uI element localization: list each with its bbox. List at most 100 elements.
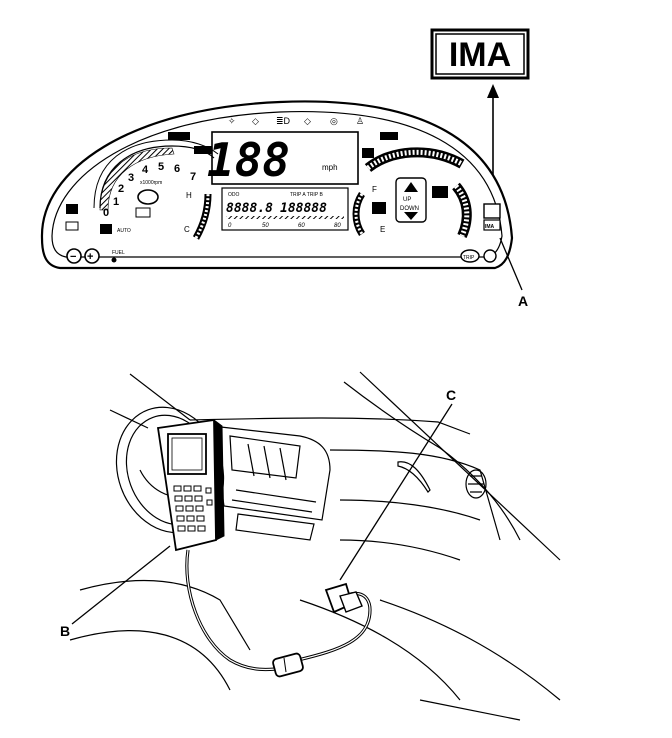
center-vent (229, 435, 301, 479)
callout-c-leader (339, 403, 453, 581)
callout-a: A (518, 293, 528, 309)
odo-digits: 188888 (280, 201, 327, 216)
left-seat-edge (79, 579, 251, 651)
lamp-left-lower-icon (65, 221, 79, 231)
battery-icon (432, 186, 448, 198)
plus-icon: + (87, 251, 93, 263)
keypad-key[interactable] (196, 515, 205, 522)
keypad-key[interactable] (194, 495, 203, 502)
bar-scale-label: 80 (334, 223, 341, 229)
check-engine-icon (137, 189, 159, 205)
keypad-key[interactable] (176, 515, 185, 522)
top-indicator-row: ✧ ◇ ≣D ◇ ◎ ♙ (228, 116, 364, 126)
tach-number: 4 (142, 164, 149, 176)
scan-tool (156, 418, 225, 552)
tach-number: 5 (158, 161, 164, 173)
fuel-pump-icon (372, 202, 386, 214)
a-pillar-line (129, 373, 191, 421)
right-vent (465, 469, 487, 499)
shift-up-label: UP (403, 197, 411, 203)
ima-label-text: IMA (449, 36, 511, 74)
tach-number: 6 (174, 163, 180, 175)
turn-right-icon: ◇ (304, 116, 311, 126)
keypad-key[interactable] (195, 505, 204, 512)
abs-lamp-icon (380, 132, 398, 140)
high-beam-icon: ≣D (276, 116, 291, 126)
keypad-key[interactable] (175, 505, 184, 512)
ima-label-box: IMA (430, 28, 530, 80)
trip-button-label: TRIP (463, 255, 475, 261)
bar-scale-label: 50 (262, 223, 269, 229)
dlc-connector (324, 582, 363, 614)
tach-number: 2 (118, 183, 124, 195)
fuel-gauge: F E (352, 185, 386, 236)
shift-up-icon (404, 182, 418, 192)
tach-number: 7 (190, 171, 196, 183)
odo-label: ODO (228, 192, 240, 198)
interior-scene (69, 371, 561, 721)
cluster-bottom-buttons: − + FUEL TRIP (66, 248, 497, 264)
select-button[interactable] (483, 249, 497, 263)
scan-tool-cable (185, 549, 286, 672)
fuel-full-label: F (372, 185, 377, 194)
keypad-key[interactable] (197, 525, 206, 532)
vtec-label: AUTO (117, 228, 131, 234)
bar-scale-label: 60 (298, 223, 305, 229)
glovebox-handle (397, 461, 431, 493)
temp-hot-label: H (186, 191, 192, 200)
dash-top-line (189, 417, 471, 435)
keypad-key[interactable] (206, 499, 213, 506)
oil-lamp-icon (362, 148, 374, 158)
tachometer: 1 2 3 4 5 6 7 0 x1000rpm AUTO (93, 139, 219, 234)
ima-arrowhead (487, 84, 499, 98)
door-lamp-icon (100, 224, 112, 234)
keypad-key[interactable] (173, 485, 182, 492)
ima-indicator-lamp (483, 203, 501, 219)
keypad-key[interactable] (183, 485, 192, 492)
dimmer-plus-button[interactable] (84, 248, 100, 264)
callout-c: C (446, 387, 456, 403)
tach-unit: x1000rpm (140, 180, 162, 186)
seatbelt-icon: ♙ (356, 116, 364, 126)
callout-a-leader (499, 237, 523, 291)
callout-b-leader (71, 545, 171, 625)
fuel-empty-label: E (380, 225, 385, 234)
speed-unit: mph (322, 163, 338, 172)
instrument-cluster: ✧ ◇ ≣D ◇ ◎ ♙ 188 mph 1 2 3 4 5 6 (40, 100, 514, 270)
keypad-key[interactable] (174, 495, 183, 502)
speed-display-frame (211, 131, 359, 185)
brake-lamp-icon (194, 146, 212, 154)
trip-digits: 8888.8 (226, 201, 273, 216)
temperature-gauge: H C (184, 191, 212, 240)
fuel-economy-icon (111, 257, 117, 263)
glovebox-upper (329, 449, 501, 541)
scan-tool-keypad (173, 485, 213, 532)
keypad-key[interactable] (186, 515, 195, 522)
bar-scale-label: 0 (228, 223, 232, 229)
lower-dash-slot (235, 513, 315, 541)
tach-zero: 0 (103, 207, 109, 219)
keypad-key[interactable] (205, 487, 212, 494)
floor-line (379, 599, 561, 701)
keypad-key[interactable] (193, 485, 202, 492)
keypad-key[interactable] (187, 525, 196, 532)
ima-lamp-label: IMA (485, 224, 495, 230)
minus-icon: − (70, 251, 76, 263)
glovebox-lower (339, 539, 461, 561)
odometer-display: ODO TRIP A TRIP B 8888.8 188888 0 50 60 … (221, 187, 349, 231)
dimmer-minus-button[interactable] (66, 248, 82, 264)
keypad-key[interactable] (185, 505, 194, 512)
trip-button[interactable] (460, 249, 480, 263)
shift-down-icon (404, 212, 418, 220)
keypad-key[interactable] (177, 525, 186, 532)
cable-inline-connector (272, 652, 304, 678)
fog-icon: ◎ (330, 116, 338, 126)
tach-number: 1 (113, 196, 119, 208)
headlight-icon: ✧ (228, 116, 236, 126)
shift-down-label: DOWN (400, 206, 419, 212)
keypad-key[interactable] (184, 495, 193, 502)
lamp-left-upper-icon (66, 204, 78, 214)
speed-digits: 188 (207, 133, 290, 187)
tach-number: 3 (128, 172, 134, 184)
